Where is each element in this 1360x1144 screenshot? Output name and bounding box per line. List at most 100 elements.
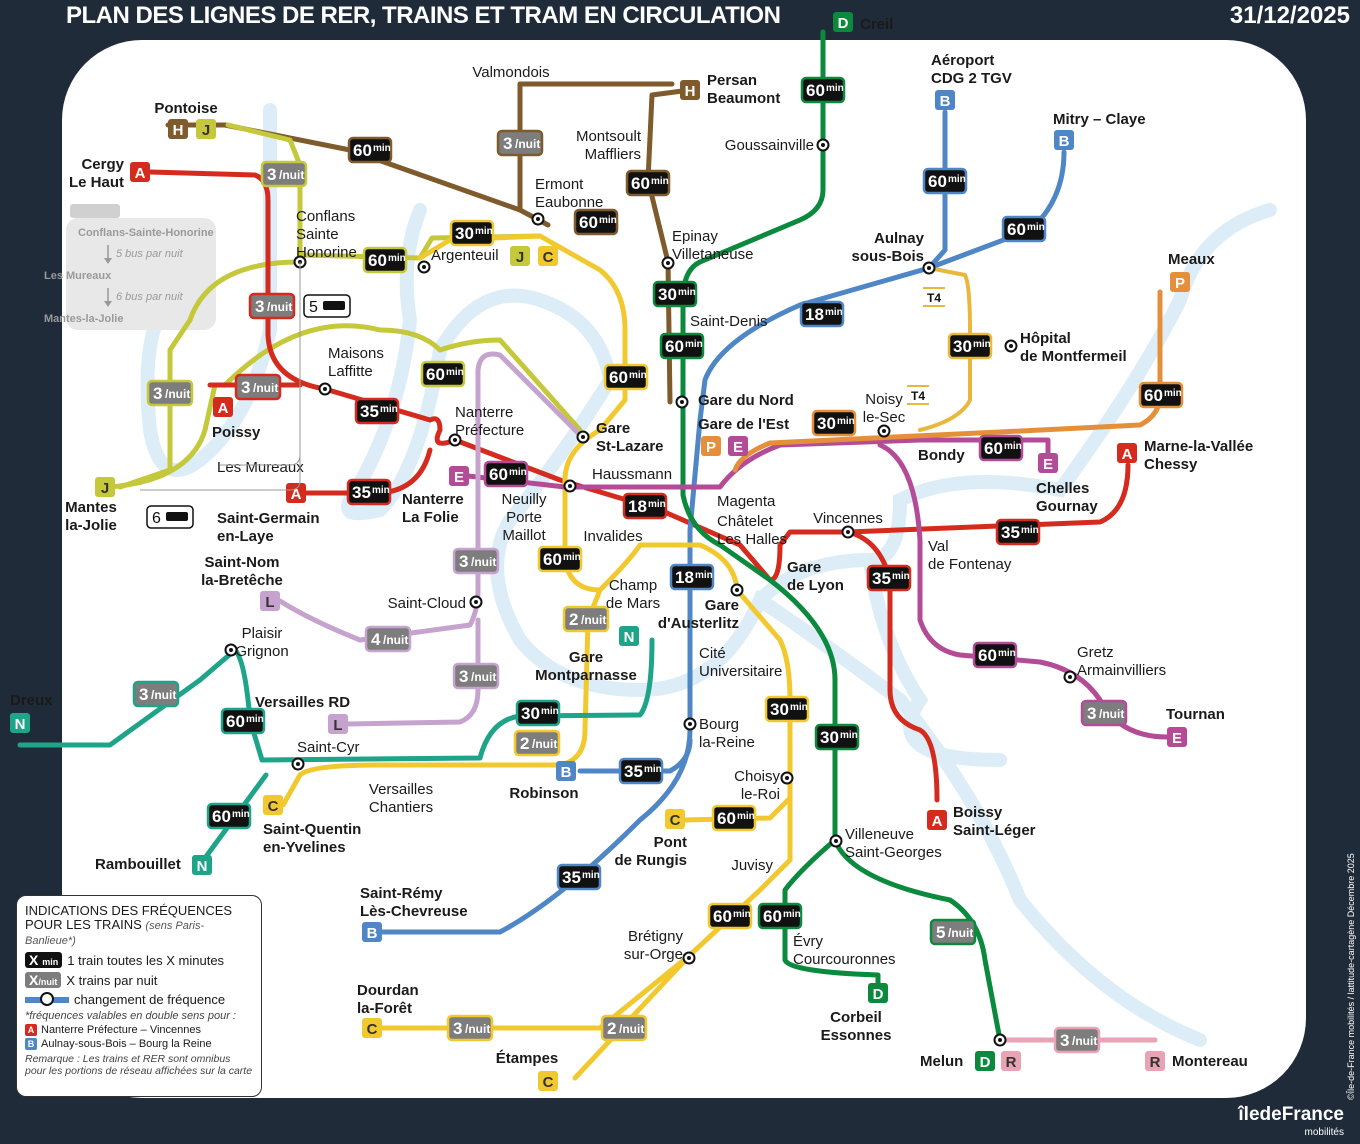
line-l-icon: L <box>328 714 348 734</box>
station-label-saintcloud: Saint-Cloud <box>388 595 466 612</box>
badge-value: 60 <box>984 439 1003 458</box>
line-b-path <box>379 109 948 935</box>
bus-icon <box>70 204 120 218</box>
svg-text:Juvisy: Juvisy <box>731 857 773 874</box>
tram-t4-icon: T4 <box>907 385 929 405</box>
svg-text:Saint-Nom: Saint-Nom <box>205 554 280 571</box>
badge-unit: min <box>582 870 600 881</box>
frequency-badge: 3/nuit <box>146 379 194 407</box>
line-j-path <box>117 259 303 490</box>
badge-value: 35 <box>872 569 891 588</box>
badge-unit: /nuit <box>581 613 606 627</box>
legend-nuit-key: X/nuit <box>25 972 62 988</box>
badge-value: 60 <box>226 712 245 731</box>
badge-value: 60 <box>426 365 445 384</box>
line-j-icon: J <box>510 246 530 266</box>
svg-text:Montereau: Montereau <box>1172 1053 1248 1070</box>
svg-text:N: N <box>197 858 208 875</box>
svg-text:Noisy: Noisy <box>865 391 903 408</box>
svg-text:P: P <box>706 439 716 456</box>
badge-value: 35 <box>562 868 581 887</box>
badge-unit: min <box>644 764 662 775</box>
badge-unit: min <box>1021 525 1039 536</box>
badge-unit: min <box>695 570 713 581</box>
svg-text:Essonnes: Essonnes <box>821 1027 892 1044</box>
svg-text:C: C <box>670 812 681 829</box>
svg-text:de Montfermeil: de Montfermeil <box>1020 348 1127 365</box>
line-b-icon: B <box>362 922 382 942</box>
frequency-badge: 3/nuit <box>452 662 500 690</box>
svg-text:Conflans: Conflans <box>296 208 355 225</box>
svg-text:Epinay: Epinay <box>672 228 718 245</box>
svg-text:Villetaneuse: Villetaneuse <box>672 246 753 263</box>
frequency-badge: 3/nuit <box>132 680 180 708</box>
credit-text: ©Île-de-France mobilités / lattitude-car… <box>1346 853 1356 1100</box>
svg-text:de Rungis: de Rungis <box>614 852 687 869</box>
line-b-icon: B <box>1054 130 1074 150</box>
badge-unit: /nuit <box>471 670 496 684</box>
line-j-path <box>222 323 583 433</box>
badge-unit: min <box>373 143 391 154</box>
svg-text:D: D <box>838 15 849 32</box>
svg-text:Saint-Rémy: Saint-Rémy <box>360 885 443 902</box>
station-label-creil: Creil <box>860 16 893 33</box>
svg-text:St-Lazare: St-Lazare <box>596 438 664 455</box>
line-a-icon: A <box>286 483 306 503</box>
badge-value: 30 <box>817 414 836 433</box>
svg-text:Beaumont: Beaumont <box>707 90 780 107</box>
line-n-icon: N <box>192 855 212 875</box>
badge-value: 35 <box>624 762 643 781</box>
badge-unit: min <box>446 367 464 378</box>
frequency-badge: 2/nuit <box>513 729 561 757</box>
bus-stop-label: Conflans-Sainte-Honorine <box>78 227 214 239</box>
badge-unit: min <box>541 706 559 717</box>
svg-text:Gretz: Gretz <box>1077 644 1114 661</box>
badge-unit: min <box>563 552 581 563</box>
badge-value: 3 <box>459 552 468 571</box>
line-b-icon: B <box>935 90 955 110</box>
badge-value: 60 <box>978 646 997 665</box>
station-label-juvisy: Juvisy <box>731 857 773 874</box>
svg-text:B: B <box>1059 133 1070 150</box>
legend-title-line1: INDICATIONS DES FRÉQUENCES <box>25 903 233 918</box>
svg-text:Gare: Gare <box>569 649 603 666</box>
line-a-path <box>147 169 1131 583</box>
line-h-icon: H <box>168 119 188 139</box>
badge-unit: min <box>783 909 801 920</box>
svg-text:Chelles: Chelles <box>1036 480 1089 497</box>
station-dots <box>224 138 1077 1047</box>
svg-text:Chessy: Chessy <box>1144 456 1198 473</box>
svg-text:Armainvilliers: Armainvilliers <box>1077 662 1166 679</box>
svg-text:J: J <box>516 249 524 266</box>
badge-value: 60 <box>763 907 782 926</box>
svg-text:Haussmann: Haussmann <box>592 466 672 483</box>
svg-text:Gare: Gare <box>787 559 821 576</box>
svg-text:le-Sec: le-Sec <box>863 409 906 426</box>
svg-text:N: N <box>15 716 26 733</box>
badge-value: 30 <box>770 700 789 719</box>
station-label-robinson: Robinson <box>509 785 578 802</box>
badge-unit: /nuit <box>383 633 408 647</box>
frequency-badge: 3/nuit <box>234 373 282 401</box>
